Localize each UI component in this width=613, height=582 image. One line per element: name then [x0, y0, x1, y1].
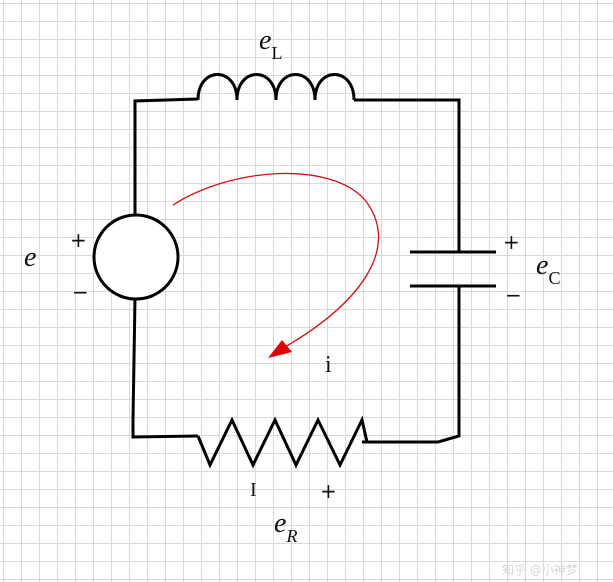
- inductor-voltage-label: eL: [259, 25, 282, 63]
- resistor-right-sign: +: [320, 479, 337, 503]
- capacitor-label-main: e: [536, 250, 549, 281]
- resistor: [196, 415, 369, 469]
- resistor-voltage-label: eR: [274, 508, 297, 546]
- capacitor-label-sub: C: [548, 268, 561, 288]
- source-minus-sign: −: [72, 280, 89, 304]
- wire-left-top: [133, 97, 199, 218]
- source-plus-sign: +: [70, 228, 87, 252]
- inductor-label-sub: L: [271, 43, 283, 63]
- wire-top-right: [354, 98, 461, 252]
- resistor-left-sign: I: [250, 479, 257, 501]
- wire-left-bottom: [131, 297, 199, 439]
- wire-right-bottom: [362, 286, 461, 444]
- inductor: [196, 73, 356, 101]
- current-arrow: [172, 172, 380, 348]
- current-label: i: [325, 352, 332, 378]
- capacitor-plus-sign: +: [503, 230, 520, 254]
- source-voltage-label: e: [24, 242, 37, 273]
- capacitor-voltage-label: eC: [536, 250, 560, 288]
- resistor-label-main: e: [274, 508, 287, 539]
- voltage-source: [92, 213, 180, 301]
- watermark: 知乎 @小神梦: [502, 563, 578, 577]
- current-arrow-head: [268, 340, 292, 358]
- capacitor-minus-sign: −: [505, 283, 522, 307]
- resistor-label-sub: R: [286, 526, 298, 546]
- inductor-label-main: e: [259, 25, 272, 56]
